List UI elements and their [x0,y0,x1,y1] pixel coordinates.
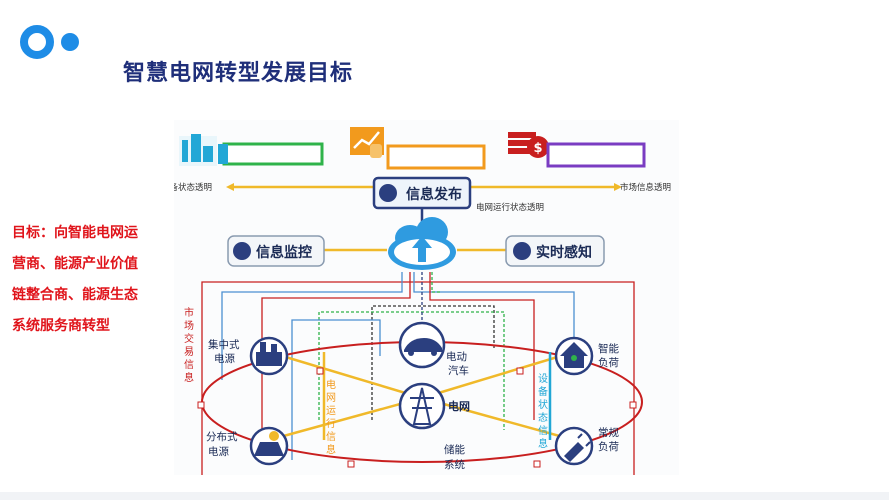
info-publish-label: 信息发布 [406,186,462,203]
svg-text:设: 设 [538,373,548,385]
svg-text:场: 场 [184,319,194,332]
info-monitor-label: 信息监控 [256,244,312,261]
goal-line: 系统服务商转型 [12,318,110,334]
distributed-power-label-2: 电源 [208,445,229,458]
node-normal-load [554,426,594,466]
node-smart-load [554,336,594,376]
central-power-label-2: 电源 [214,352,235,365]
svg-text:交: 交 [184,332,194,345]
node-grid [398,382,446,430]
goal-text: 目标：向智能电网运 营商、能源产业价值 链整合商、能源生态 系统服务商转型 [12,218,172,342]
goal-line: 目标：向智能电网运 [12,225,138,241]
realtime-sense-label: 实时感知 [536,244,592,261]
svg-text:运: 运 [326,405,336,417]
central-power-label-1: 集中式 [208,338,240,351]
storage-label-1: 储能 [444,443,465,456]
market-box [386,144,486,170]
node-central-power [249,336,289,376]
svg-text:状: 状 [538,398,548,411]
price-box [546,142,646,168]
goal-line: 营商、能源产业价值 [12,256,138,272]
page-title: 智慧电网转型发展目标 [123,61,354,86]
ev-label-2: 汽车 [448,364,469,377]
grid-label: 电网 [448,399,470,413]
market-chart-icon [350,127,384,158]
normal-load-label-2: 负荷 [598,440,619,453]
svg-text:信: 信 [538,425,548,437]
market-trade-info-label: 市 场 交 易 信 息 [184,306,194,384]
info-monitor-box [227,235,325,267]
svg-text:息: 息 [326,443,336,456]
label-grid-run-transparent: 电网运行状态透明 [476,202,544,213]
smart-load-label-2: 负荷 [598,356,619,369]
bottom-bar [0,492,889,500]
svg-text:信: 信 [184,359,194,371]
grid-device-icon [179,134,217,166]
svg-text:息: 息 [538,437,548,450]
money-icon: $ [508,132,549,158]
cloud-icon [388,217,456,270]
svg-text:备: 备 [538,385,548,398]
label-transparency-right: 市场信息透明 [620,182,671,193]
svg-text:电: 电 [326,378,336,391]
logo-icon [20,25,79,59]
svg-text:$: $ [533,141,542,156]
grid-run-info-label: 电 网 运 行 信 息 [326,378,336,456]
svg-text:信: 信 [326,431,336,443]
normal-load-label-1: 常规 [598,426,619,439]
ev-label-1: 电动 [446,350,467,363]
storage-label-2: 系统 [444,458,465,471]
node-ev [398,321,446,369]
smart-grid-diagram: $ 电网设备状态透明 市场信息透明 信息发布 电网运行状态透明 信息监控 实时感… [174,120,679,475]
device-status-info-label: 设 备 状 态 信 息 [538,373,548,450]
svg-text:易: 易 [184,346,194,358]
svg-text:态: 态 [538,411,548,424]
node-distributed-power [249,426,289,466]
svg-text:市: 市 [184,306,194,319]
smart-load-label-1: 智能 [598,342,619,355]
svg-text:息: 息 [184,371,194,384]
goal-line: 链整合商、能源生态 [12,287,138,303]
device-status-box [222,142,324,166]
distributed-power-label-1: 分布式 [206,430,238,443]
svg-text:行: 行 [326,417,336,430]
label-transparency-left: 电网设备状态透明 [174,182,212,193]
realtime-sense-box [505,235,605,267]
svg-text:网: 网 [326,392,336,404]
